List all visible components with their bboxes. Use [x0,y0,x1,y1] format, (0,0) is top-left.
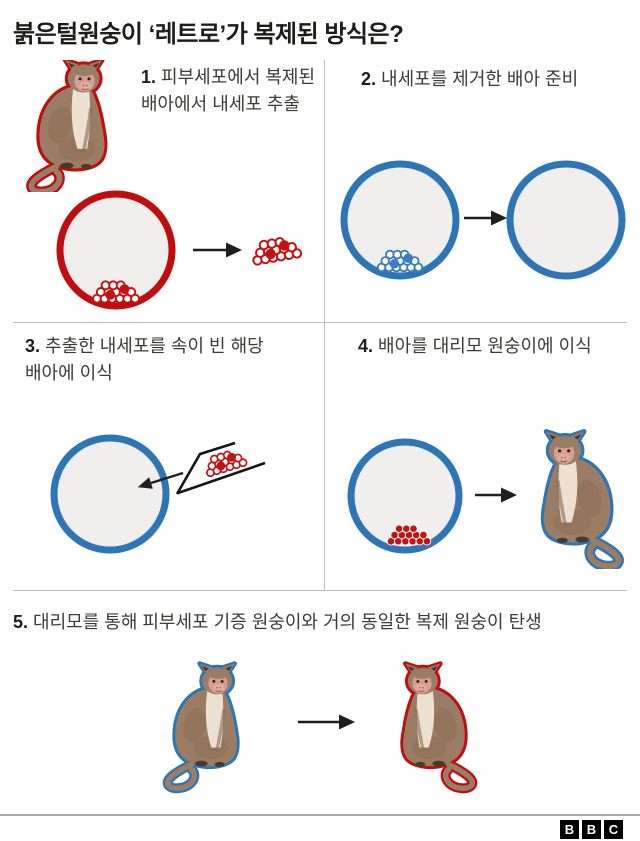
pipette-icon [175,441,236,495]
step-5-label: 5.대리모를 통해 피부세포 기증 원숭이와 거의 동일한 복제 원숭이 탄생 [13,609,633,636]
step-4-illustration [347,438,517,554]
bbc-logo-block: B [582,820,601,839]
step-3-text: 추출한 내세포를 속이 빈 해당 배아에 이식 [25,336,264,383]
embryo-circle-blue [50,434,170,554]
step-3-label: 3.추출한 내세포를 속이 빈 해당 배아에 이식 [25,333,281,387]
arrow-head [491,210,507,226]
step-5-text: 대리모를 통해 피부세포 기증 원숭이와 거의 동일한 복제 원숭이 탄생 [33,612,542,632]
step-2-label: 2.내세포를 제거한 배아 준비 [361,66,621,93]
step-1-illustration [56,190,303,310]
step-1-text: 피부세포에서 복제된 배아에서 내세포 추출 [141,67,316,114]
step-1-number: 1. [141,67,157,87]
step-2-text: 내세포를 제거한 배아 준비 [381,69,579,89]
step-3-number: 3. [25,336,41,356]
embryo-circle-blue [340,160,460,280]
steps-grid: 1.피부세포에서 복제된 배아에서 내세포 추출 2.내세포를 제거한 배아 준… [13,60,627,591]
step-1-panel: 1.피부세포에서 복제된 배아에서 내세포 추출 [13,60,325,323]
cloned-monkey-icon [382,655,482,797]
arrow-line [150,471,184,485]
step-4-number: 4. [358,336,374,356]
surrogate-mother-monkey-icon [158,655,258,797]
step-1-label: 1.피부세포에서 복제된 배아에서 내세포 추출 [141,64,319,118]
arrow-head [339,714,355,730]
arrow-head [137,477,153,489]
step-2-panel: 2.내세포를 제거한 배아 준비 [325,60,627,323]
pipette-icon [177,461,266,495]
step-5-number: 5. [13,612,29,632]
step-2-illustration [340,160,626,280]
arrow-head [226,242,242,258]
embryo-circle-blue [347,438,463,554]
arrow-head [501,487,517,503]
step-3-panel: 3.추출한 내세포를 속이 빈 해당 배아에 이식 [13,323,325,591]
empty-embryo-circle [506,160,626,280]
step-4-label: 4.배아를 대리모 원숭이에 이식 [358,333,624,360]
bbc-logo-block: B [560,820,579,839]
step-4-text: 배아를 대리모 원숭이에 이식 [378,336,592,356]
step-5-arrow [298,714,355,730]
step-2-number: 2. [361,69,377,89]
page-title: 붉은털원숭이 ‘레트로’가 복제된 방식은? [13,21,404,48]
bbc-logo: B B C [560,820,623,839]
surrogate-monkey-icon [521,429,629,569]
embryo-circle-red [56,190,176,310]
extracted-cells-icon [249,233,303,267]
step-5-panel: 5.대리모를 통해 피부세포 기증 원숭이와 거의 동일한 복제 원숭이 탄생 [0,591,640,814]
footer-divider [0,814,640,816]
step-3-illustration [50,434,266,554]
step-4-panel: 4.배아를 대리모 원숭이에 이식 [325,323,627,591]
donor-monkey-icon [19,60,129,192]
bbc-logo-block: C [604,820,623,839]
